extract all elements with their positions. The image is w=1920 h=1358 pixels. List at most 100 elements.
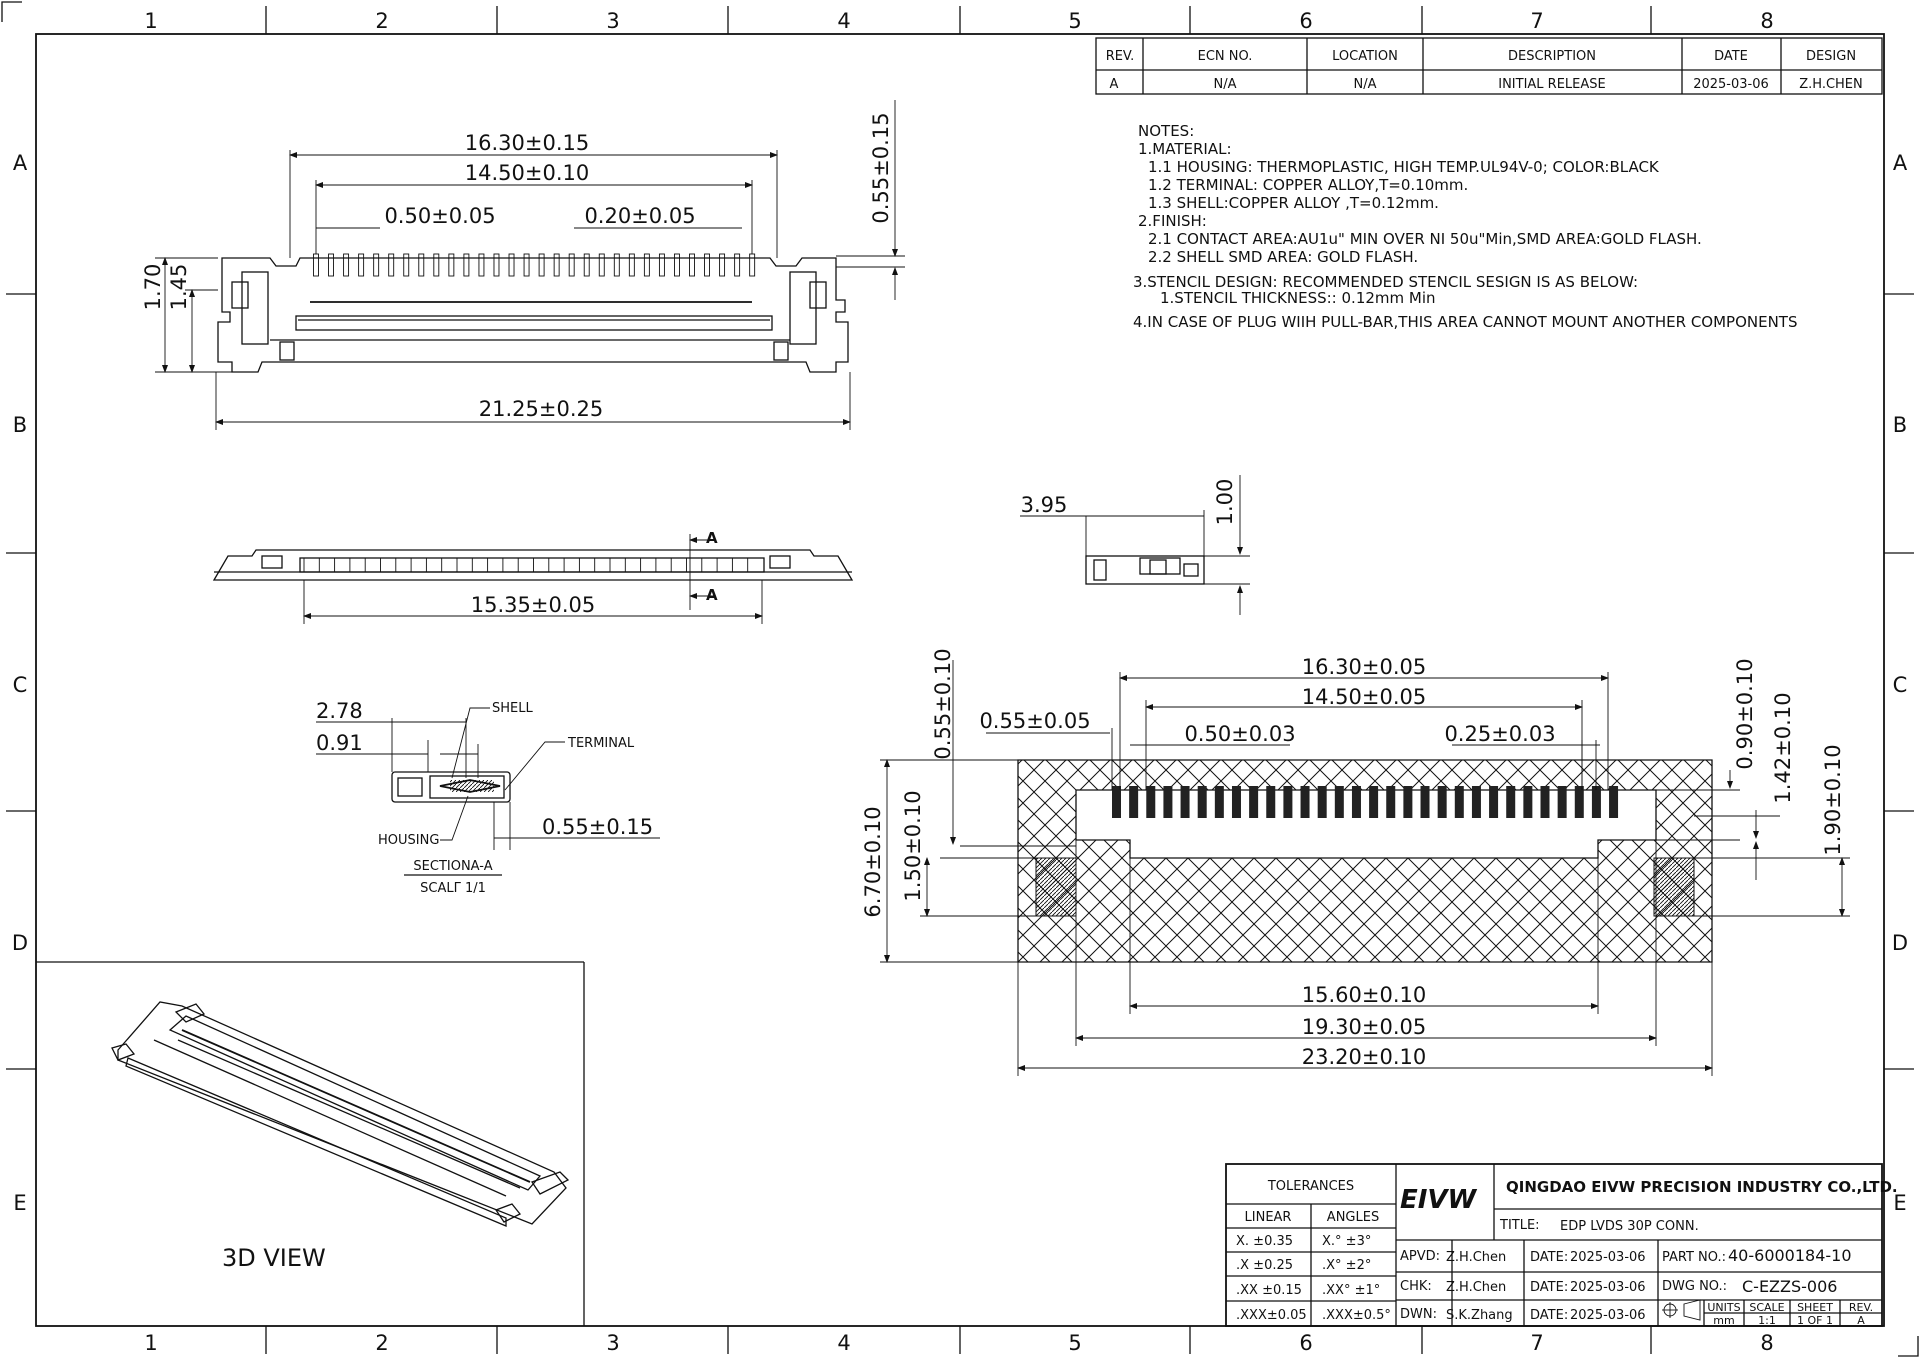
zone-row-a-left: A bbox=[13, 151, 28, 175]
footprint-pads bbox=[1112, 786, 1619, 818]
pin-tail bbox=[704, 253, 710, 277]
zone-col-7-bottom: 7 bbox=[1530, 1331, 1543, 1355]
date-1: 2025-03-06 bbox=[1570, 1250, 1646, 1265]
fp-dim-right-v3: 1.90±0.10 bbox=[1821, 744, 1845, 855]
note-line: 1.3 SHELL:COPPER ALLOY ,T=0.12mm. bbox=[1148, 194, 1439, 212]
pin-tail bbox=[568, 253, 575, 277]
notes-block: NOTES: 1.MATERIAL: 1.1 HOUSING: THERMOPL… bbox=[1133, 122, 1798, 331]
top-view: 16.30±0.15 14.50±0.10 0.50±0.05 0.20±0.0… bbox=[141, 100, 905, 430]
note-line: 4.IN CASE OF PLUG WIIH PULL-BAR,THIS ARE… bbox=[1133, 313, 1798, 331]
apvd-label: APVD: bbox=[1400, 1249, 1440, 1264]
zone-col-7-top: 7 bbox=[1530, 9, 1543, 33]
zone-grid bbox=[6, 6, 1914, 1354]
tol-angle-2: .X° ±2° bbox=[1322, 1258, 1371, 1273]
rev-cell-date: 2025-03-06 bbox=[1693, 77, 1769, 92]
scale-value: 1:1 bbox=[1758, 1314, 1776, 1327]
rev-header-design: DESIGN bbox=[1806, 49, 1856, 64]
chk-label: CHK: bbox=[1400, 1279, 1432, 1294]
pin-tail bbox=[658, 253, 665, 277]
footprint-pad bbox=[1300, 786, 1310, 818]
tolerances-header: TOLERANCES bbox=[1267, 1179, 1354, 1194]
fp-dim-14-50: 14.50±0.05 bbox=[1302, 685, 1426, 709]
dim-15-35: 15.35±0.05 bbox=[471, 593, 595, 617]
dim-21-25: 21.25±0.25 bbox=[479, 397, 603, 421]
footprint-pad bbox=[1283, 786, 1293, 818]
chk-name: Z.H.Chen bbox=[1446, 1280, 1506, 1295]
footprint-pad bbox=[1420, 786, 1430, 818]
pin-tail bbox=[613, 253, 620, 277]
pin-tail bbox=[478, 253, 485, 277]
pin-tail bbox=[628, 253, 635, 277]
tol-linear-3: .XX ±0.15 bbox=[1236, 1283, 1302, 1298]
dwn-label: DWN: bbox=[1400, 1307, 1437, 1322]
footprint-pad bbox=[1506, 786, 1516, 818]
dim-1-70: 1.70 bbox=[141, 264, 165, 311]
zone-row-b-left: B bbox=[13, 413, 27, 437]
rev-header-description: DESCRIPTION bbox=[1508, 49, 1596, 64]
sheet-label: SHEET bbox=[1797, 1301, 1833, 1314]
footprint-pad bbox=[1334, 786, 1344, 818]
note-line: 1.MATERIAL: bbox=[1138, 140, 1232, 158]
zone-col-4-bottom: 4 bbox=[837, 1331, 850, 1355]
dwg-number: C-EZZS-006 bbox=[1742, 1277, 1837, 1296]
zone-col-3-top: 3 bbox=[606, 9, 619, 33]
pin-tail bbox=[538, 253, 545, 277]
date-3: 2025-03-06 bbox=[1570, 1308, 1646, 1323]
tol-linear-2: .X ±0.25 bbox=[1236, 1258, 1293, 1273]
dim-0-55-section: 0.55±0.15 bbox=[542, 815, 653, 839]
pin-tail bbox=[508, 253, 515, 277]
label-shell: SHELL bbox=[492, 701, 533, 716]
fp-dim-left-v: 0.55±0.10 bbox=[931, 648, 955, 759]
rev-header-date: DATE bbox=[1714, 49, 1748, 64]
pin-tail bbox=[674, 253, 680, 277]
dim-3-95: 3.95 bbox=[1021, 493, 1068, 517]
footprint-pad bbox=[1351, 786, 1361, 818]
projection-symbol-icon bbox=[1662, 1299, 1701, 1321]
pin-tail bbox=[373, 253, 380, 277]
zone-row-d-left: D bbox=[12, 931, 28, 955]
angles-header: ANGLES bbox=[1327, 1210, 1379, 1225]
dim-tail: 0.55±0.15 bbox=[869, 112, 893, 223]
tol-angle-4: .XXX±0.5° bbox=[1322, 1308, 1391, 1323]
footprint-view: 16.30±0.05 14.50±0.05 0.55±0.05 0.50±0.0… bbox=[861, 648, 1850, 1076]
pin-tail bbox=[583, 253, 590, 277]
footprint-pad bbox=[1489, 786, 1499, 818]
footprint-pad bbox=[1129, 786, 1139, 818]
footprint-pad bbox=[1591, 786, 1601, 818]
fp-dim-1-50: 1.50±0.10 bbox=[901, 790, 925, 901]
fp-dim-19-30: 19.30±0.05 bbox=[1302, 1015, 1426, 1039]
footprint-pad bbox=[1403, 786, 1413, 818]
zone-col-5-top: 5 bbox=[1068, 9, 1081, 33]
dim-1-45: 1.45 bbox=[167, 264, 191, 311]
note-line: 1.1 HOUSING: THERMOPLASTIC, HIGH TEMP.UL… bbox=[1148, 158, 1660, 176]
drawing-title: EDP LVDS 30P CONN. bbox=[1560, 1219, 1699, 1234]
footprint-pad bbox=[1523, 786, 1533, 818]
fp-dim-right-v2: 1.42±0.10 bbox=[1771, 692, 1795, 803]
dwn-name: S.K.Zhang bbox=[1446, 1308, 1513, 1323]
footprint-pad bbox=[1249, 786, 1259, 818]
footprint-pad bbox=[1609, 786, 1619, 818]
pin-tail bbox=[734, 253, 741, 277]
label-housing: HOUSING bbox=[378, 833, 439, 848]
pin-tail bbox=[719, 253, 726, 277]
note-line: 3.STENCIL DESIGN: RECOMMENDED STENCIL SE… bbox=[1133, 273, 1638, 291]
rev-cell-location: N/A bbox=[1354, 77, 1377, 92]
section-marker-bottom: A bbox=[706, 586, 718, 604]
zone-row-e-right: E bbox=[1893, 1191, 1906, 1215]
footprint-pad bbox=[1557, 786, 1567, 818]
pin-tail bbox=[343, 253, 350, 277]
label-terminal: TERMINAL bbox=[567, 736, 635, 751]
side-view: 3.95 1.00 bbox=[1020, 475, 1250, 615]
pin-tail bbox=[463, 253, 470, 277]
zone-row-b-right: B bbox=[1893, 413, 1907, 437]
pin-tail bbox=[418, 253, 425, 277]
date-2: 2025-03-06 bbox=[1570, 1280, 1646, 1295]
note-line: 2.1 CONTACT AREA:AU1u" MIN OVER NI 50u"M… bbox=[1148, 230, 1702, 248]
dim-2-78: 2.78 bbox=[316, 699, 363, 723]
section-title: SECTIONA-A bbox=[413, 859, 492, 874]
zone-row-a-right: A bbox=[1893, 151, 1908, 175]
zone-col-4-top: 4 bbox=[837, 9, 850, 33]
view-3d: 3D VIEW bbox=[36, 961, 585, 1326]
part-number: 40-6000184-10 bbox=[1728, 1246, 1852, 1265]
